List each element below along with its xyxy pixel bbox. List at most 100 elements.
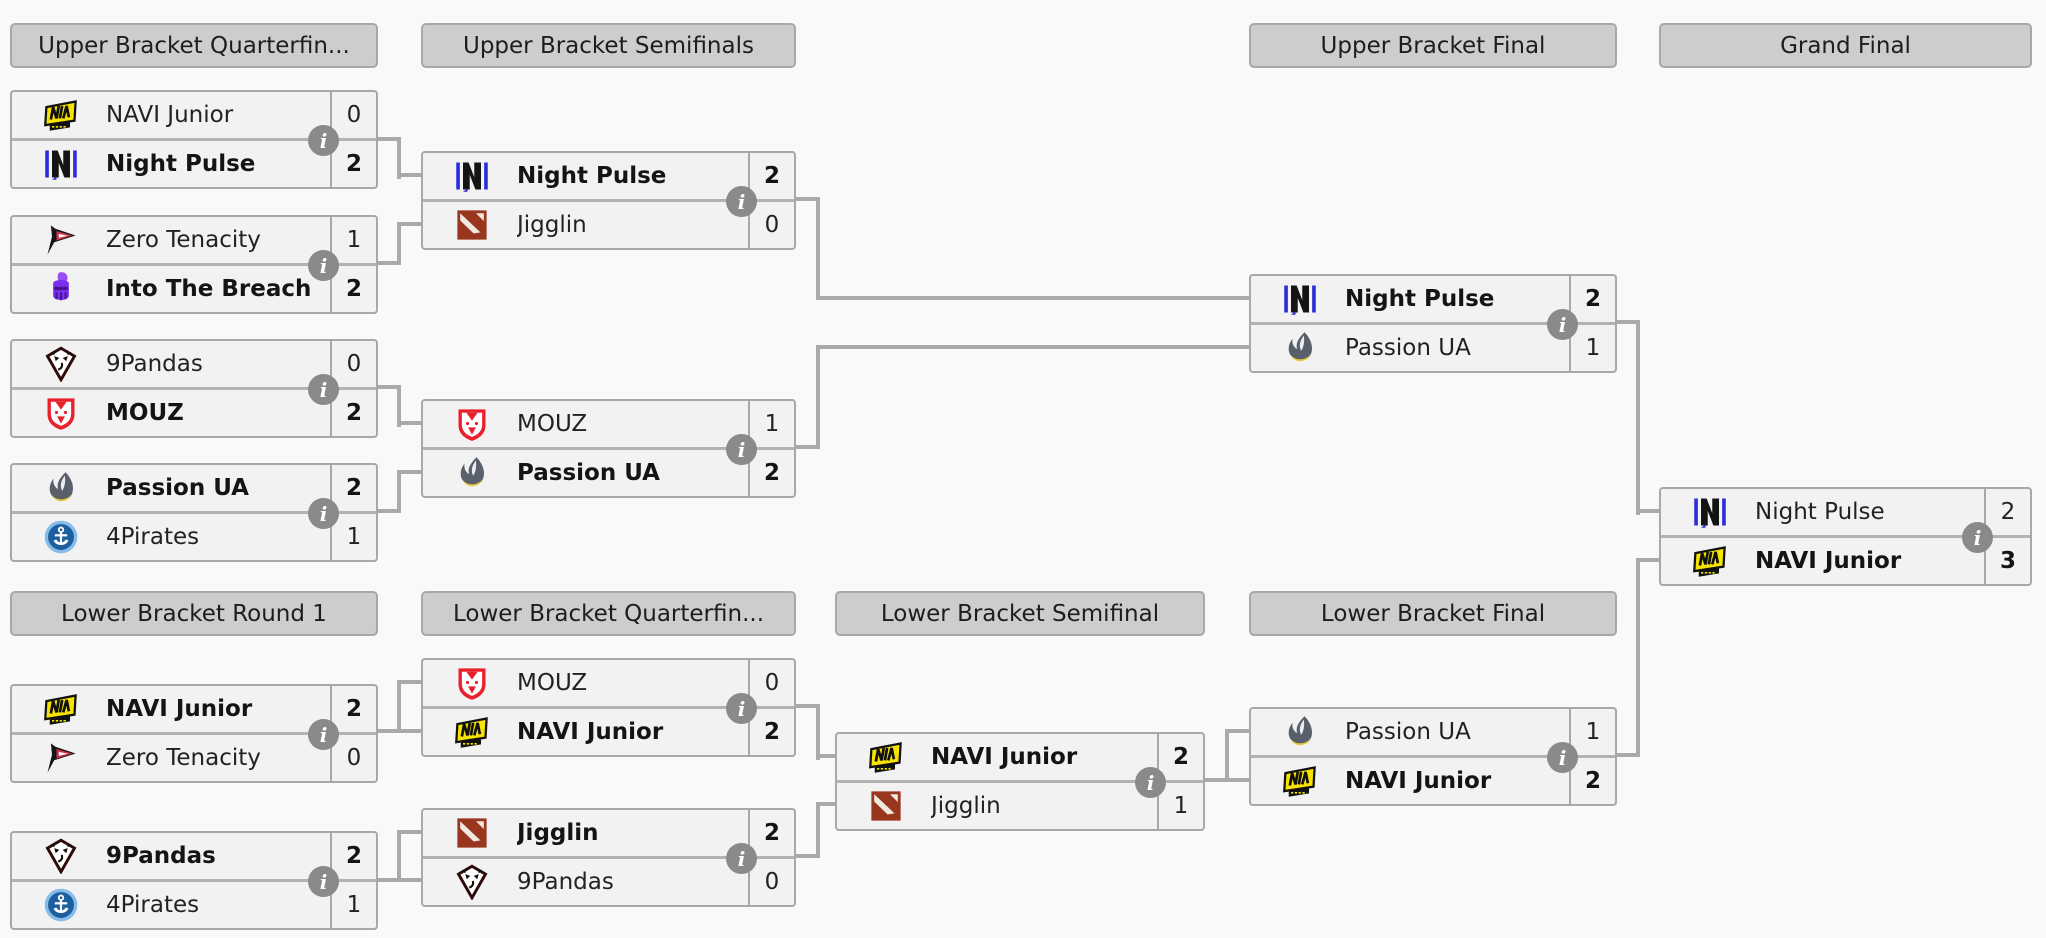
match-ub-qf-1: NAVI Junior 0 Night Pulse 2 i: [10, 90, 378, 189]
bracket-connector: [378, 261, 399, 265]
bracket-connector: [397, 680, 401, 733]
passion-ua-logo-icon: [1279, 712, 1321, 752]
team-row[interactable]: Passion UA 2 i: [423, 434, 794, 496]
team-name: Into The Breach: [106, 276, 312, 302]
bracket-connector: [397, 385, 401, 427]
round-header-ub-semifinals: Upper Bracket Semifinals: [421, 23, 796, 68]
team-score: 0: [330, 92, 376, 138]
mouz-logo-icon: [451, 404, 493, 444]
team-row[interactable]: Into The Breach 2 i: [12, 250, 376, 312]
match-info-icon[interactable]: i: [1962, 522, 1993, 553]
team-row[interactable]: Jigglin 0 i: [423, 186, 794, 248]
match-info-icon[interactable]: i: [308, 125, 339, 156]
match-info-icon[interactable]: i: [308, 719, 339, 750]
team-row[interactable]: NAVI Junior 2: [12, 686, 376, 735]
jigglin-logo-icon: [451, 813, 493, 853]
team-row[interactable]: 9Pandas 2: [12, 833, 376, 882]
team-name: MOUZ: [106, 400, 184, 426]
bracket-connector: [399, 222, 421, 226]
team-score: 0: [748, 660, 794, 706]
bracket-connector: [399, 173, 421, 177]
navi-junior-logo-icon: [1689, 541, 1731, 581]
match-info-icon[interactable]: i: [726, 843, 757, 874]
team-row[interactable]: Night Pulse 2 i: [12, 125, 376, 187]
match-info-icon[interactable]: i: [308, 250, 339, 281]
team-row[interactable]: NAVI Junior 2: [837, 734, 1203, 783]
team-row[interactable]: 4Pirates 1 i: [12, 866, 376, 928]
team-name: Night Pulse: [1345, 286, 1495, 312]
bracket-connector: [1225, 729, 1229, 782]
bracket-connector: [1636, 558, 1640, 757]
team-row[interactable]: Zero Tenacity 0 i: [12, 719, 376, 781]
team-row[interactable]: 4Pirates 1 i: [12, 498, 376, 560]
team-score: 2: [748, 709, 794, 755]
team-row[interactable]: Jigglin 2: [423, 810, 794, 859]
team-row[interactable]: Passion UA 1 i: [1251, 309, 1615, 371]
match-info-icon[interactable]: i: [308, 374, 339, 405]
match-lb-final: Passion UA 1 NAVI Junior 2 i: [1249, 707, 1617, 806]
team-score: 1: [330, 514, 376, 560]
team-row[interactable]: Night Pulse 2: [423, 153, 794, 202]
navi-junior-logo-icon: [40, 689, 82, 729]
bracket-connector: [816, 704, 820, 760]
team-name: 9Pandas: [517, 869, 614, 895]
match-info-icon[interactable]: i: [1135, 767, 1166, 798]
match-info-icon[interactable]: i: [726, 186, 757, 217]
team-row[interactable]: NAVI Junior 0: [12, 92, 376, 141]
team-name: NAVI Junior: [106, 696, 253, 722]
bracket-connector: [796, 854, 818, 858]
match-info-icon[interactable]: i: [1547, 309, 1578, 340]
match-info-icon[interactable]: i: [308, 866, 339, 897]
team-row[interactable]: Zero Tenacity 1: [12, 217, 376, 266]
match-info-icon[interactable]: i: [308, 498, 339, 529]
team-row[interactable]: 9Pandas 0: [12, 341, 376, 390]
team-score: 2: [1157, 734, 1203, 780]
passion-ua-logo-icon: [40, 468, 82, 508]
match-ub-qf-3: 9Pandas 0 MOUZ 2 i: [10, 339, 378, 438]
team-row[interactable]: Passion UA 1: [1251, 709, 1615, 758]
match-grand-final: Night Pulse 2 NAVI Junior 3 i: [1659, 487, 2032, 586]
bracket-connector: [1638, 558, 1659, 562]
team-name: Zero Tenacity: [106, 227, 261, 253]
match-info-icon[interactable]: i: [726, 693, 757, 724]
team-score: 2: [748, 153, 794, 199]
match-info-icon[interactable]: i: [726, 434, 757, 465]
bracket-connector: [816, 197, 820, 300]
team-score: 0: [748, 202, 794, 248]
match-ub-qf-4: Passion UA 2 4Pirates 1 i: [10, 463, 378, 562]
team-score: 2: [748, 810, 794, 856]
team-score: 3: [1984, 538, 2030, 584]
team-score: 2: [330, 141, 376, 187]
bracket-connector: [397, 222, 401, 265]
team-row[interactable]: MOUZ 1: [423, 401, 794, 450]
match-lb-r1-1: NAVI Junior 2 Zero Tenacity 0 i: [10, 684, 378, 783]
team-row[interactable]: MOUZ 2 i: [12, 374, 376, 436]
match-lb-qf-2: Jigglin 2 9Pandas 0 i: [421, 808, 796, 907]
bracket-connector: [399, 421, 421, 425]
team-name: NAVI Junior: [931, 744, 1078, 770]
team-score: 1: [748, 401, 794, 447]
team-row[interactable]: NAVI Junior 2 i: [1251, 742, 1615, 804]
team-row[interactable]: Night Pulse 2: [1251, 276, 1615, 325]
bracket-connector: [818, 802, 835, 806]
navi-junior-logo-icon: [865, 737, 907, 777]
round-header-ub-quarterfinals: Upper Bracket Quarterfin...: [10, 23, 378, 68]
team-name: Night Pulse: [517, 163, 667, 189]
bracket-connector: [397, 830, 401, 882]
team-name: NAVI Junior: [1755, 548, 1902, 574]
team-row[interactable]: NAVI Junior 2 i: [423, 693, 794, 755]
team-row[interactable]: Passion UA 2: [12, 465, 376, 514]
team-score: 2: [330, 390, 376, 436]
team-name: NAVI Junior: [106, 102, 234, 128]
team-row[interactable]: Night Pulse 2: [1661, 489, 2030, 538]
team-row[interactable]: 9Pandas 0 i: [423, 843, 794, 905]
9pandas-logo-icon: [40, 836, 82, 876]
team-row[interactable]: NAVI Junior 3 i: [1661, 522, 2030, 584]
team-row[interactable]: MOUZ 0: [423, 660, 794, 709]
team-row[interactable]: Jigglin 1 i: [837, 767, 1203, 829]
match-info-icon[interactable]: i: [1547, 742, 1578, 773]
bracket-connector: [1227, 729, 1249, 733]
team-score: 0: [330, 735, 376, 781]
bracket-connector: [816, 345, 820, 449]
